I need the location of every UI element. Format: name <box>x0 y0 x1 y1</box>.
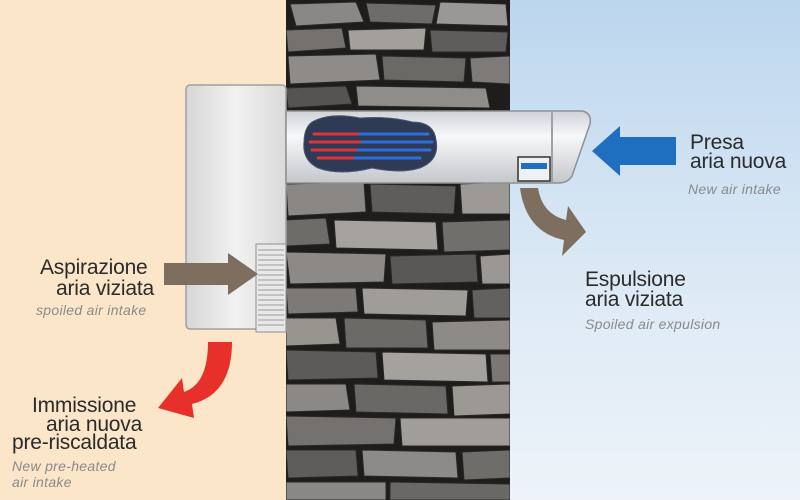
expulsion-label-en: Spoiled air expulsion <box>585 316 721 332</box>
exhaust-intake-label-en: spoiled air intake <box>36 302 147 318</box>
expulsion-label-it-2: aria viziata <box>585 288 683 311</box>
fresh-intake-label-it-1: Presa <box>690 131 744 154</box>
indoor-unit <box>185 84 287 333</box>
supply-label-it-2: aria nuova <box>46 413 143 436</box>
supply-label-it-3: pre-riscaldata <box>12 431 137 454</box>
stone-wall <box>286 0 510 500</box>
exhaust-intake-label-it-2: aria viziata <box>56 277 154 300</box>
fresh-intake-label-it-2: aria nuova <box>690 150 787 173</box>
supply-label-it-1: Immissione <box>32 394 137 417</box>
supply-label-en-1: New pre-heated <box>12 458 116 474</box>
exhaust-intake-label-it-1: Aspirazione <box>40 256 148 279</box>
spoiled-air-arrow-icon <box>164 253 258 295</box>
supply-air-arrow-icon <box>158 342 232 418</box>
fresh-air-arrow-icon <box>592 126 676 176</box>
fresh-intake-label-en: New air intake <box>688 181 781 197</box>
expulsion-arrow-icon <box>520 188 586 256</box>
heat-exchanger-icon <box>303 115 438 173</box>
expulsion-label-it-1: Espulsione <box>585 268 686 291</box>
intake-grille <box>255 243 287 333</box>
supply-label-en-2: air intake <box>12 474 72 490</box>
outdoor-zone <box>510 0 800 500</box>
